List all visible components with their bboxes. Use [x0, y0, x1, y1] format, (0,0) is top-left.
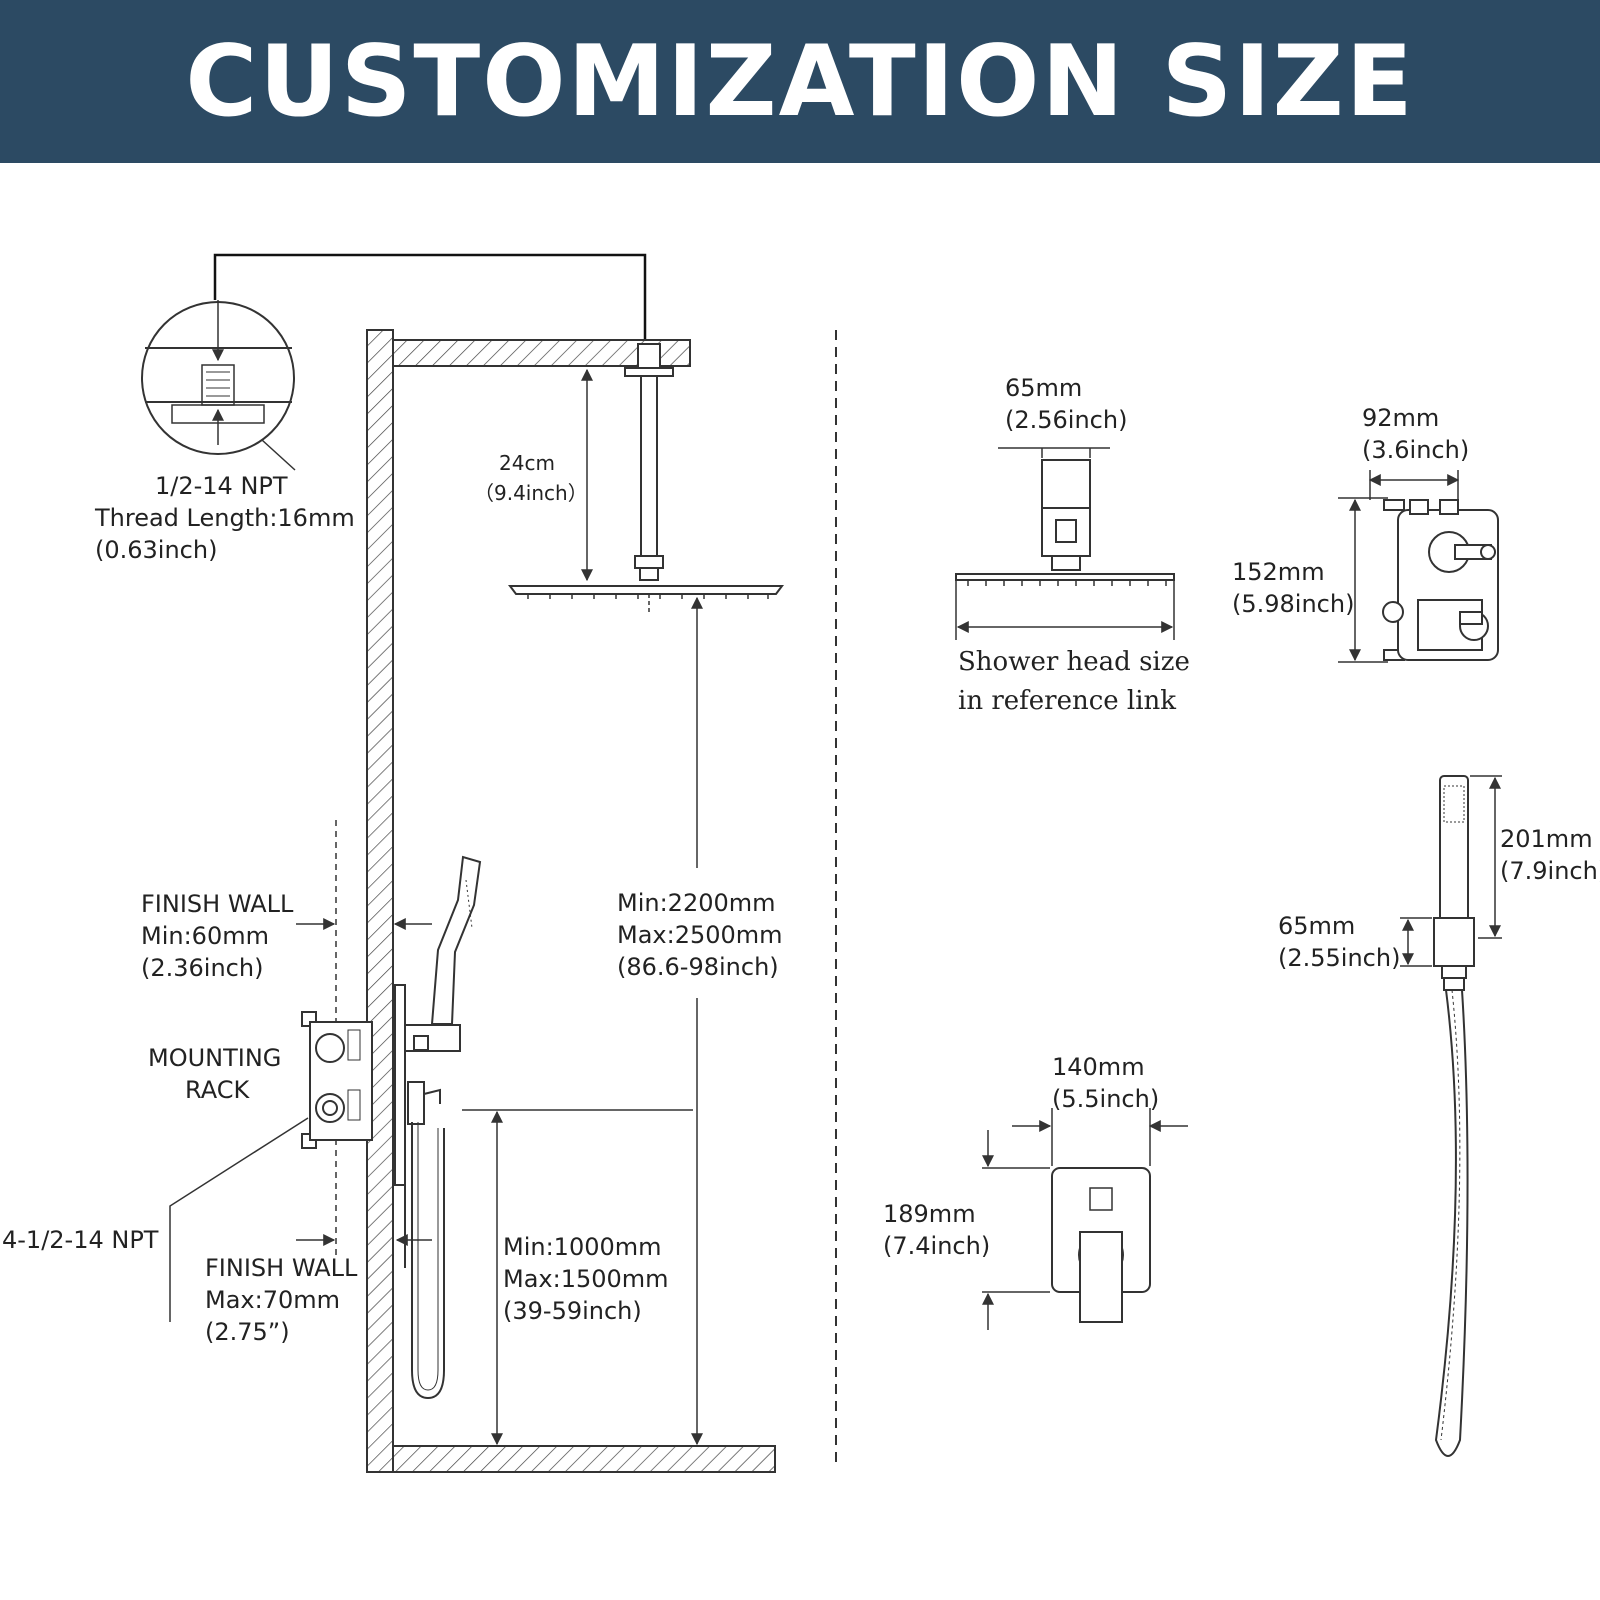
- plate-width-inch-label: (5.5inch): [1052, 1085, 1159, 1113]
- arm-length-inch-label: （9.4inch）: [474, 481, 588, 505]
- finish-wall-min-inch: (2.36inch): [141, 954, 263, 982]
- finish-wall-max-value: Max:70mm: [205, 1286, 340, 1314]
- plate-height-inch-label: (7.4inch): [883, 1232, 990, 1260]
- valve-npt-label: 4-1/2-14 NPT: [2, 1226, 159, 1254]
- mounting-rack-label-line1: MOUNTING: [148, 1044, 281, 1072]
- head-height-inch-label: (86.6-98inch): [617, 953, 779, 981]
- finish-wall-max-inch: (2.75”): [205, 1318, 290, 1346]
- mounting-rack-label-line2: RACK: [185, 1076, 250, 1104]
- page-title: CUSTOMIZATION SIZE: [185, 24, 1415, 139]
- mounting-rack-valve: [301, 1011, 373, 1149]
- wall-installation-diagram: 1/2-14 NPT Thread Length:16mm (0.63inch)…: [2, 253, 784, 1473]
- valve-height-inch-label: (39-59inch): [503, 1297, 642, 1325]
- holder-height-label: 65mm: [1278, 912, 1355, 940]
- head-height-max-label: Max:2500mm: [617, 921, 783, 949]
- valve-height-label: 152mm: [1232, 558, 1325, 586]
- head-arm-width-label: 65mm: [1005, 374, 1082, 402]
- valve-trim-plate: [1051, 1167, 1151, 1323]
- hand-length-label: 201mm: [1500, 825, 1593, 853]
- holder-height-inch-label: (2.55inch): [1278, 944, 1400, 972]
- shower-head-nozzles: [527, 594, 769, 599]
- arm-length-label: 24cm: [499, 451, 555, 475]
- wall-trim-and-hand-shower: [394, 855, 482, 1400]
- square-shower-head: [955, 448, 1175, 640]
- title-banner: CUSTOMIZATION SIZE: [0, 0, 1600, 163]
- finish-wall-min-title: FINISH WALL: [141, 890, 294, 918]
- valve-width-inch-label: (3.6inch): [1362, 436, 1469, 464]
- hand-length-inch-label: (7.9inch): [1500, 857, 1600, 885]
- wall: [366, 329, 776, 1473]
- thread-detail-magnifier: [141, 253, 647, 471]
- thread-length-label: Thread Length:16mm: [94, 504, 355, 532]
- thread-length-inch-label: (0.63inch): [95, 536, 217, 564]
- valve-height-max-label: Max:1500mm: [503, 1265, 669, 1293]
- valve-height-min-label: Min:1000mm: [503, 1233, 662, 1261]
- valve-width-label: 92mm: [1362, 404, 1439, 432]
- valve-height-inch-label: (5.98inch): [1232, 590, 1354, 618]
- component-dimensions: 65mm (2.56inch) Shower head size in refe…: [883, 374, 1600, 1457]
- plate-height-label: 189mm: [883, 1200, 976, 1228]
- ceiling-shower-arm: [508, 343, 784, 615]
- thread-npt-label: 1/2-14 NPT: [155, 472, 288, 500]
- hand-shower: [1433, 775, 1475, 1457]
- valve-npt-leader: [169, 1117, 309, 1322]
- valve-body: [1369, 470, 1499, 661]
- finish-wall-max-title: FINISH WALL: [205, 1254, 358, 1282]
- head-height-min-label: Min:2200mm: [617, 889, 776, 917]
- head-note-line1: Shower head size: [958, 647, 1190, 677]
- head-note-line2: in reference link: [958, 686, 1176, 716]
- head-arm-width-inch-label: (2.56inch): [1005, 406, 1127, 434]
- plate-width-label: 140mm: [1052, 1053, 1145, 1081]
- finish-wall-min-value: Min:60mm: [141, 922, 269, 950]
